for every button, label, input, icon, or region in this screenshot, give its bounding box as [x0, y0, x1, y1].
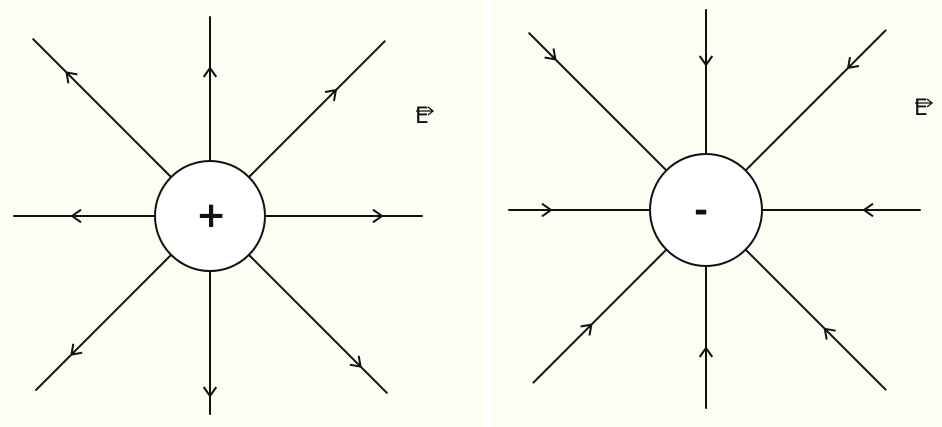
electric-field-label: E: [415, 106, 435, 128]
field-line-down-right: [247, 253, 388, 394]
field-arrow-up-right: [846, 56, 860, 70]
charge-circle: [154, 160, 266, 272]
positive-charge-panel: + E: [0, 0, 482, 427]
field-arrow-left: [70, 208, 82, 224]
charge-circle: [649, 153, 763, 267]
vector-arrow-icon: [915, 98, 934, 108]
field-arrow-down: [698, 346, 714, 358]
field-arrow-down: [202, 386, 218, 398]
electric-field-label: E: [914, 98, 934, 120]
field-arrow-right: [862, 202, 874, 218]
positive-charge-sign: +: [196, 195, 227, 236]
field-arrow-up-right: [324, 88, 338, 102]
negative-field-lines: [508, 9, 921, 409]
field-line-down-right: [744, 248, 887, 391]
field-arrow-down-left: [70, 343, 83, 356]
field-line-up-right: [744, 29, 887, 172]
field-arrow-up: [698, 55, 714, 67]
negative-charge-sign: -: [694, 191, 709, 231]
positive-field-lines: [13, 16, 423, 415]
field-arrow-up-left: [544, 48, 557, 61]
field-arrow-left: [541, 202, 553, 218]
field-line-up-left: [32, 38, 173, 179]
negative-charge-panel: - E: [491, 0, 942, 427]
field-line-up-right: [247, 40, 386, 179]
field-arrow-up-left: [65, 71, 78, 84]
field-arrow-right: [372, 208, 384, 224]
field-line-down-left: [35, 253, 173, 391]
field-arrow-up: [202, 66, 218, 78]
field-line-up-left: [528, 32, 668, 172]
vector-arrow-icon: [416, 106, 435, 116]
field-arrow-down-left: [580, 323, 593, 336]
field-arrow-down-right: [823, 327, 836, 340]
field-arrow-down-right: [349, 355, 362, 368]
field-line-down-left: [532, 248, 668, 384]
